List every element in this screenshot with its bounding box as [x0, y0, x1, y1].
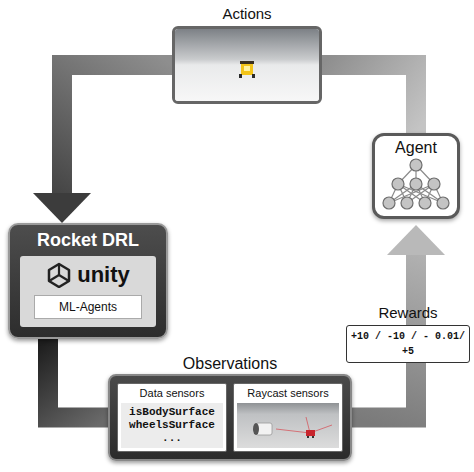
- arrow-head: [33, 193, 91, 223]
- actions-photo: [175, 29, 319, 101]
- flow-arrow: [352, 225, 445, 418]
- logo-text: unity: [77, 262, 130, 288]
- value-holder: +10 / -10 / - 0.01/ +5: [350, 329, 466, 359]
- data-sensors-box: Data sensors isBodySurface wheelsSurface …: [117, 383, 227, 452]
- panel-heading: Actions: [172, 2, 322, 26]
- box-title: Rocket DRL: [20, 230, 156, 251]
- observations-panel: ObservationsData sensors isBodySurface wh…: [108, 354, 352, 461]
- arrow-band: [322, 65, 416, 133]
- agent-box: Agent: [372, 133, 460, 219]
- raycast-photo: [237, 403, 339, 448]
- heading-row: Observations: [108, 354, 352, 374]
- label-row: Agent: [375, 139, 457, 157]
- photo-frame: [172, 26, 322, 104]
- box-title: Raycast sensors: [237, 387, 339, 400]
- flow-arrow: [322, 65, 416, 133]
- code-holder: isBodySurface wheelsSurface ...: [124, 406, 220, 445]
- heading-row: Actions: [172, 2, 322, 26]
- rewards-frame: +10 / -10 / - 0.01/ +5: [346, 325, 470, 363]
- code-panel: isBodySurface wheelsSurface ...: [121, 403, 223, 448]
- arrow-head: [387, 225, 445, 255]
- logo-row: unity: [28, 261, 148, 289]
- rewards-box: Rewards +10 / -10 / - 0.01/ +5: [346, 304, 470, 363]
- panel-heading: Observations: [108, 354, 352, 374]
- box-title: Data sensors: [121, 387, 223, 400]
- unity-box: unityML-Agents: [20, 256, 156, 327]
- raycast-sensors-box: Raycast sensors: [233, 383, 343, 452]
- title-row: Data sensors: [121, 387, 223, 400]
- observations-frame: Data sensors isBodySurface wheelsSurface …: [108, 374, 352, 461]
- ml-agents-box: ML-Agents: [34, 295, 142, 319]
- reward-values: +10 / -10 / - 0.01/ +5: [350, 329, 466, 359]
- arrow-band: [48, 339, 108, 418]
- neural-net-icon: [375, 157, 457, 211]
- actions-panel: Actions: [172, 2, 322, 104]
- box-label: ML-Agents: [39, 300, 137, 314]
- box-heading: Rewards: [346, 304, 470, 322]
- heading-row: Rewards: [346, 304, 470, 322]
- title-row: Rocket DRL: [20, 230, 156, 251]
- title-row: Raycast sensors: [237, 387, 339, 400]
- arrow-band: [62, 65, 172, 195]
- logo-text-holder: unity: [77, 262, 130, 288]
- rocket-drl-box: Rocket DRL unityML-Agents: [8, 223, 168, 339]
- unity-logo: [46, 262, 72, 288]
- flow-arrow: [33, 65, 172, 223]
- flow-arrow: [48, 339, 108, 418]
- sensor-names: isBodySurface wheelsSurface ...: [124, 406, 220, 445]
- box-label: Agent: [375, 139, 457, 157]
